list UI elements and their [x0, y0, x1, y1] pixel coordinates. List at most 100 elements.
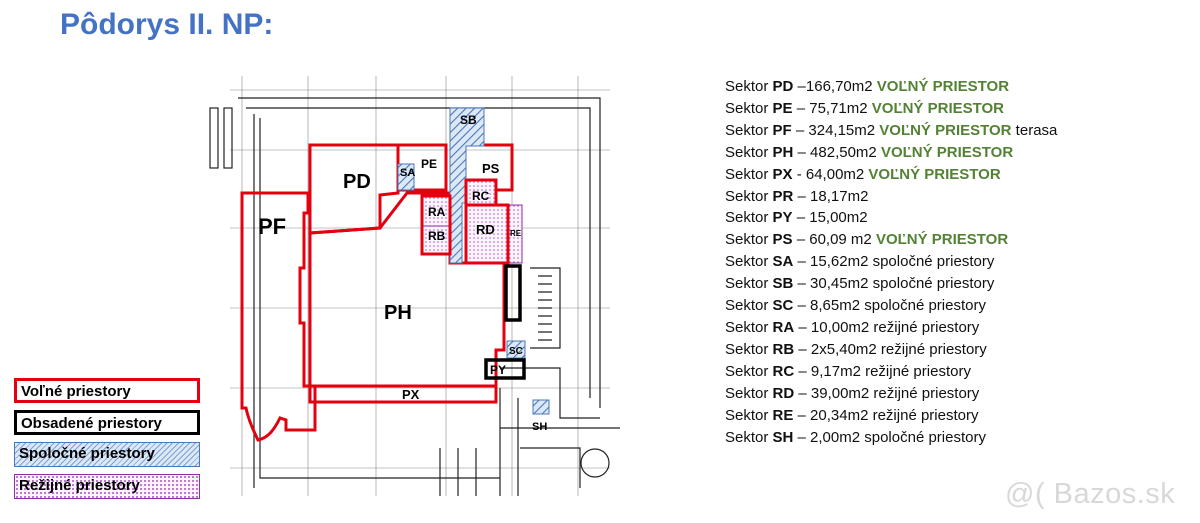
sector-code: RC	[772, 362, 795, 380]
sector-row: Sektor PH – 482,50m2 VOĽNÝ PRIESTOR	[725, 142, 1057, 164]
sector-code: SC	[772, 297, 794, 315]
sector-prefix: Sektor	[725, 275, 773, 293]
sector-prefix: Sektor	[725, 297, 773, 315]
sector-prefix: Sektor	[725, 121, 773, 139]
sector-row: Sektor SC – 8,65m2 spoločné priestory	[725, 295, 1057, 317]
sector-status: VOĽNÝ PRIESTOR	[871, 99, 1005, 117]
sector-code: PE	[772, 99, 793, 117]
label-rc: RC	[472, 189, 490, 203]
sector-rd-outline	[464, 203, 510, 265]
legend-common-spaces: Spoločné priestory	[14, 442, 200, 467]
sector-value: – 18,17m2	[793, 187, 869, 205]
sector-code: RD	[772, 384, 795, 402]
sector-code: RB	[772, 340, 795, 358]
sector-value: – 15,62m2 spoločné priestory	[793, 253, 995, 271]
sector-code: PR	[772, 187, 794, 205]
sector-row: Sektor PX - 64,00m2 VOĽNÝ PRIESTOR	[725, 164, 1057, 186]
watermark-logo: @( Bazos.sk	[1005, 478, 1176, 510]
legend-free-spaces: Voľné priestory	[14, 378, 200, 403]
sector-code: PD	[772, 78, 794, 95]
label-re: RE	[510, 229, 522, 238]
sector-prefix: Sektor	[725, 165, 773, 183]
legend-occupied-spaces: Obsadené priestory	[14, 410, 200, 435]
sector-sa-area	[397, 163, 415, 191]
sector-value: – 30,45m2 spoločné priestory	[793, 275, 995, 293]
sector-value: – 2x5,40m2 režijné priestory	[794, 340, 987, 358]
sector-pr-outline	[504, 264, 522, 322]
sector-value: – 39,00m2 režijné priestory	[794, 384, 980, 402]
sector-row: Sektor SA – 15,62m2 spoločné priestory	[725, 251, 1057, 273]
sector-row: Sektor PY – 15,00m2	[725, 207, 1057, 229]
sector-prefix: Sektor	[725, 187, 773, 205]
sector-prefix: Sektor	[725, 209, 773, 227]
sector-value: – 482,50m2	[793, 143, 881, 161]
sector-row: Sektor PF – 324,15m2 VOĽNÝ PRIESTOR tera…	[725, 120, 1057, 142]
sector-value: – 75,71m2	[792, 99, 872, 117]
occupied-spaces	[484, 264, 526, 380]
sector-code: RE	[772, 406, 794, 424]
sector-code: PY	[772, 209, 793, 227]
label-px: PX	[402, 387, 420, 402]
sector-row: Sektor PS – 60,09 m2 VOĽNÝ PRIESTOR	[725, 229, 1057, 251]
sector-prefix: Sektor	[725, 99, 773, 117]
sector-row: Sektor RB – 2x5,40m2 režijné priestory	[725, 339, 1057, 361]
label-rb: RB	[428, 229, 446, 243]
sector-row: Sektor PR – 18,17m2	[725, 186, 1057, 208]
free-spaces	[240, 143, 514, 442]
legend-operational-spaces: Režijné priestory	[14, 474, 200, 499]
sector-code: SA	[772, 253, 794, 271]
sector-status: VOĽNÝ PRIESTOR	[868, 165, 1001, 183]
common-spaces	[397, 107, 550, 415]
sector-value: – 20,34m2 režijné priestory	[793, 406, 979, 424]
sector-row: Sektor RA – 10,00m2 režijné priestory	[725, 317, 1057, 339]
label-sb: SB	[460, 113, 477, 127]
free-spaces-overlay	[420, 178, 510, 265]
sector-value: – 10,00m2 režijné priestory	[794, 318, 980, 336]
sector-code: SB	[772, 275, 794, 293]
label-sc: SC	[509, 346, 523, 357]
sector-code: PH	[772, 143, 794, 161]
sector-sh-area	[532, 399, 550, 415]
sector-code: SH	[772, 428, 794, 446]
sector-code: PS	[772, 231, 793, 249]
label-ps: PS	[482, 161, 500, 176]
sector-value: –166,70m2	[793, 78, 877, 95]
sector-status: VOĽNÝ PRIESTOR	[876, 78, 1010, 95]
sector-code: PF	[772, 121, 792, 139]
sector-prefix: Sektor	[725, 406, 773, 424]
sector-prefix: Sektor	[725, 318, 773, 336]
sector-row: Sektor SH – 2,00m2 spoločné priestory	[725, 427, 1057, 449]
sector-status: VOĽNÝ PRIESTOR	[879, 121, 1012, 139]
building-walls	[209, 97, 620, 496]
sector-row: Sektor PE – 75,71m2 VOĽNÝ PRIESTOR	[725, 98, 1057, 120]
sector-rc-area	[465, 179, 497, 206]
label-sh: SH	[532, 421, 547, 433]
sector-prefix: Sektor	[725, 384, 773, 402]
sector-status: VOĽNÝ PRIESTOR	[875, 231, 1009, 249]
label-sa: SA	[400, 167, 415, 179]
sector-row: Sektor SB – 30,45m2 spoločné priestory	[725, 273, 1057, 295]
sector-status: VOĽNÝ PRIESTOR	[880, 143, 1014, 161]
sector-code: RA	[772, 318, 795, 336]
sector-value: – 60,09 m2	[792, 231, 876, 249]
label-pf: PF	[258, 214, 286, 239]
sector-row: Sektor PD –166,70m2 VOĽNÝ PRIESTOR	[725, 76, 1057, 98]
sector-value: - 64,00m2	[792, 165, 869, 183]
sector-prefix: Sektor	[725, 340, 773, 358]
sector-prefix: Sektor	[725, 362, 773, 380]
sector-code: PX	[772, 165, 793, 183]
sector-value: – 8,65m2 spoločné priestory	[793, 297, 986, 315]
sector-py-outline	[484, 358, 526, 380]
sector-prefix: Sektor	[725, 428, 773, 446]
sector-row: Sektor RD – 39,00m2 režijné priestory	[725, 383, 1057, 405]
sector-prefix: Sektor	[725, 231, 773, 249]
label-pd: PD	[343, 171, 371, 193]
sector-row: Sektor RC – 9,17m2 režijné priestory	[725, 361, 1057, 383]
operational-spaces	[421, 179, 523, 264]
structural-grid	[230, 76, 610, 496]
sector-ra-outline	[420, 194, 452, 256]
sector-pf-outline	[240, 191, 317, 442]
label-ph: PH	[384, 302, 412, 324]
sector-prefix: Sektor	[725, 78, 773, 95]
